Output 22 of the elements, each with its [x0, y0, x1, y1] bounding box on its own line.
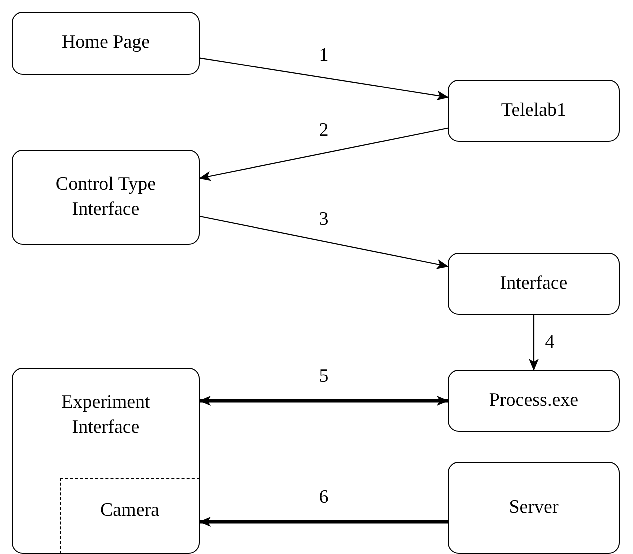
process-box [12, 12, 200, 75]
process-box [12, 150, 200, 245]
node-label: Home Page [62, 31, 150, 56]
node-label: Process.exe [489, 388, 579, 413]
node-label: Experiment Interface [60, 391, 152, 440]
node-label: Server [509, 496, 559, 520]
node-label: Camera [100, 498, 160, 523]
dashed-group-box [60, 478, 200, 554]
arrow [199, 517, 448, 527]
arrow [200, 216, 449, 270]
process-box [448, 80, 620, 142]
arrow [199, 128, 448, 182]
process-box [12, 368, 200, 554]
process-box [448, 462, 620, 554]
arrow [529, 315, 539, 371]
node-label: Interface [500, 272, 568, 296]
node-label: Control Type Interface [54, 172, 158, 222]
process-box [448, 253, 620, 315]
node-label: Telelab1 [501, 98, 567, 123]
process-box [448, 370, 620, 432]
arrow [200, 58, 449, 101]
arrow [199, 396, 449, 406]
